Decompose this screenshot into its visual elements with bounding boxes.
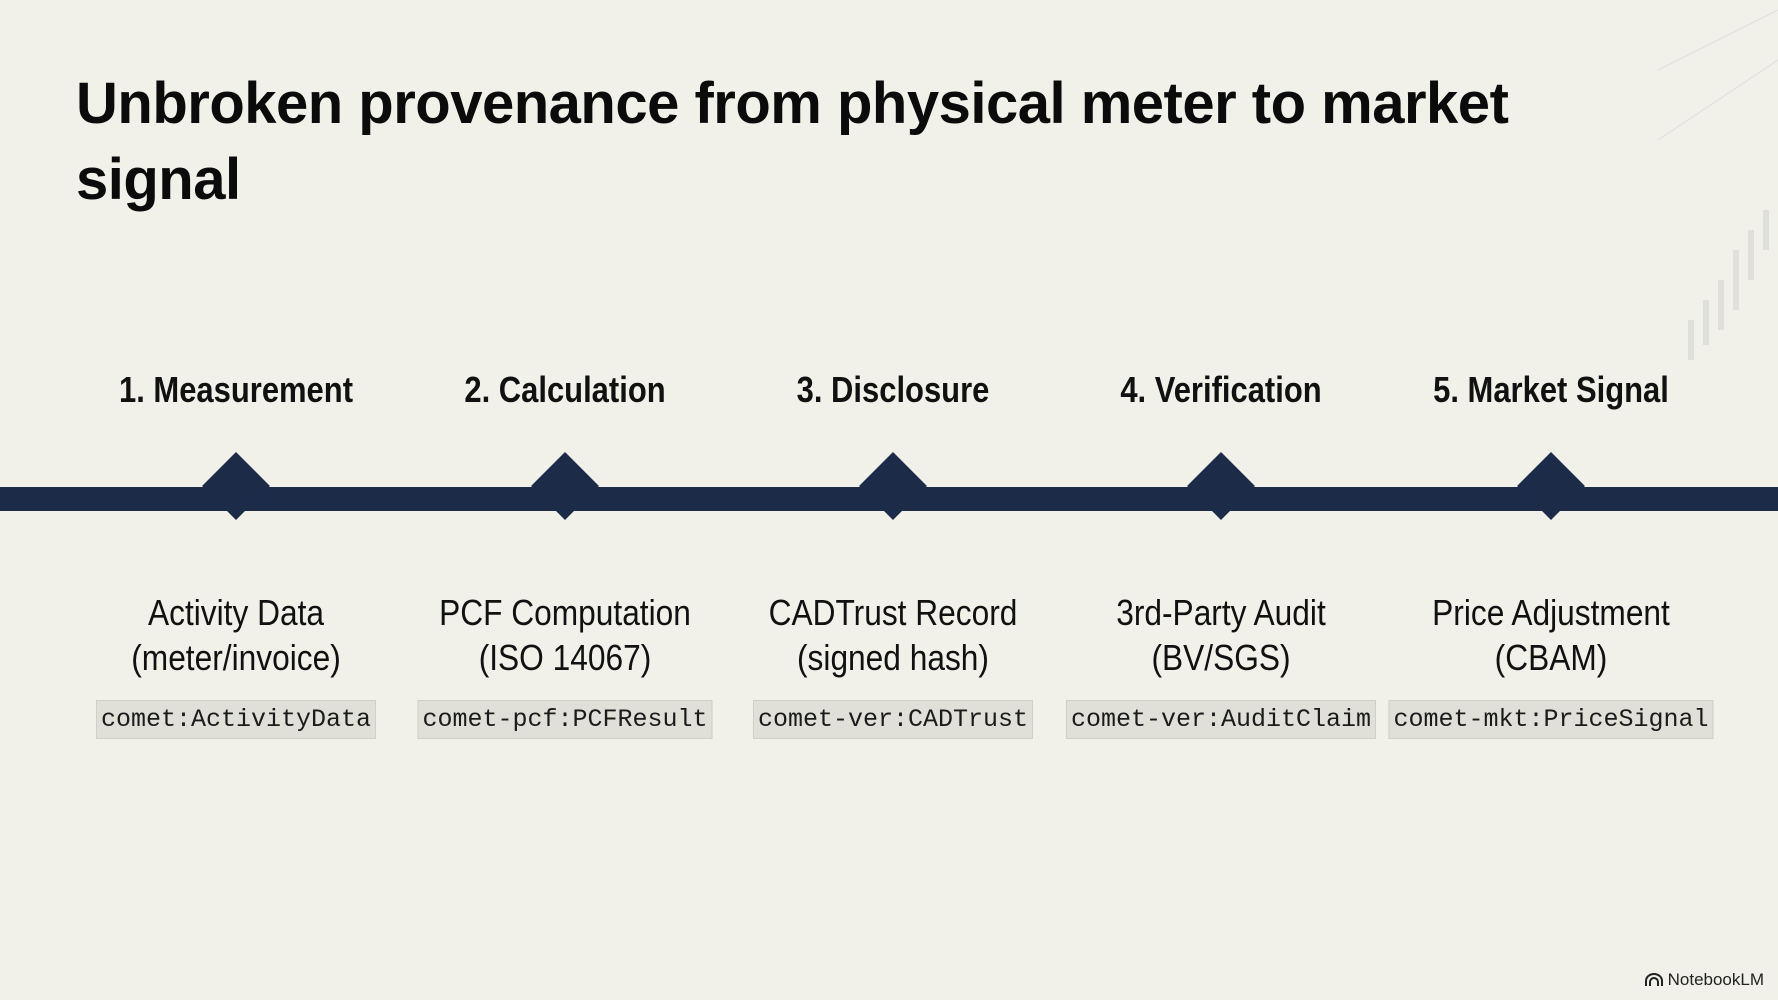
step-description-line: CADTrust Record <box>768 592 1018 633</box>
step-label: 3. Disclosure <box>796 369 990 410</box>
step-label: 1. Measurement <box>118 369 354 410</box>
step-description: PCF Computation (ISO 14067) <box>400 590 730 680</box>
step-description-line: (BV/SGS) <box>1151 637 1291 678</box>
step-description-line: Price Adjustment <box>1432 592 1670 633</box>
step-label: 4. Verification <box>1120 369 1322 410</box>
step-code-tag: comet-ver:CADTrust <box>752 700 1034 739</box>
step-code-tag: comet:ActivityData <box>95 700 377 739</box>
notebooklm-logo-icon <box>1644 973 1663 986</box>
step-code-tag: comet-pcf:PCFResult <box>417 700 713 739</box>
background-candlestick-decoration <box>1658 9 1778 360</box>
step-description-line: (ISO 14067) <box>478 637 652 678</box>
slide-title: Unbroken provenance from physical meter … <box>76 71 1509 212</box>
step-label: 5. Market Signal <box>1433 369 1669 410</box>
step-description: Price Adjustment (CBAM) <box>1386 590 1716 680</box>
step-code-tag: comet-mkt:PriceSignal <box>1388 700 1714 739</box>
step-description-line: (meter/invoice) <box>131 637 341 678</box>
step-description: CADTrust Record (signed hash) <box>728 590 1058 680</box>
step-description-line: (signed hash) <box>797 637 989 678</box>
brand-label: NotebookLM <box>1667 970 1764 989</box>
step-label: 2. Calculation <box>464 369 666 410</box>
step-description: Activity Data (meter/invoice) <box>71 590 401 680</box>
step-code-tag: comet-ver:AuditClaim <box>1065 700 1377 739</box>
step-description-line: PCF Computation <box>439 592 691 633</box>
step-description-line: Activity Data <box>147 592 325 633</box>
notebooklm-branding: NotebookLM <box>1644 970 1764 990</box>
step-description-line: (CBAM) <box>1494 637 1608 678</box>
step-description-line: 3rd-Party Audit <box>1116 592 1326 633</box>
step-description: 3rd-Party Audit (BV/SGS) <box>1056 590 1386 680</box>
